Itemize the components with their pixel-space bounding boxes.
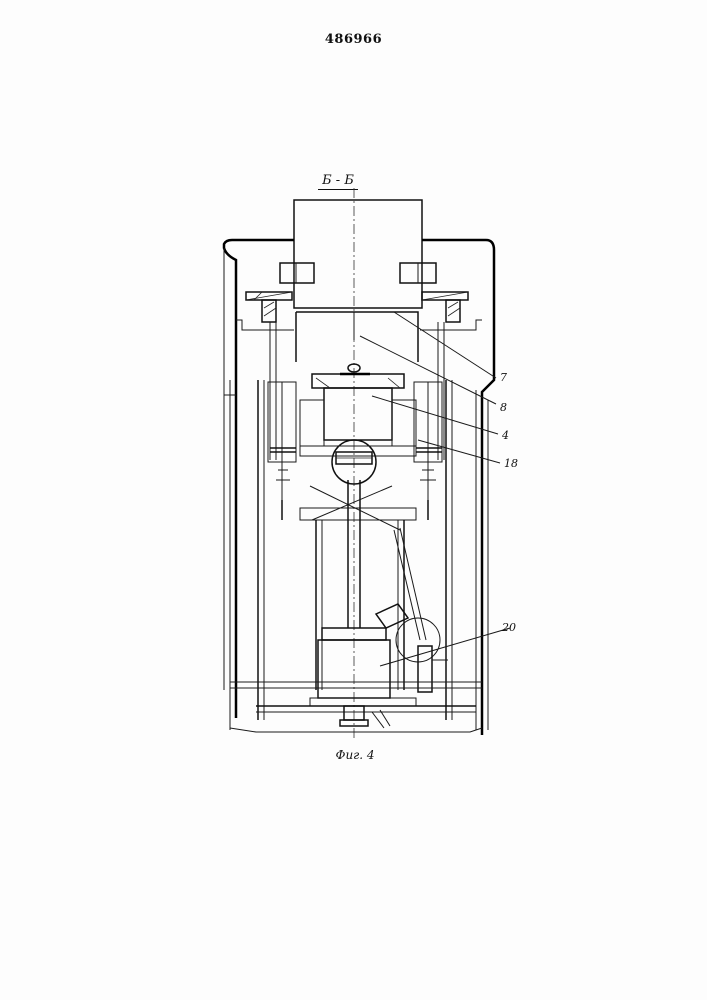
base — [230, 682, 482, 732]
inner-plates — [258, 380, 452, 720]
ref-18: 18 — [504, 458, 518, 470]
chute — [296, 312, 418, 362]
sprocket-left — [268, 382, 296, 520]
housing-right — [422, 240, 494, 735]
ref-4: 4 — [502, 430, 509, 442]
ref-8: 8 — [500, 402, 507, 414]
carriage — [300, 364, 416, 446]
ref-20: 20 — [502, 622, 516, 634]
top-rollers — [280, 263, 436, 283]
motor — [310, 604, 448, 706]
housing-left — [224, 240, 294, 730]
center-bearing — [300, 440, 416, 484]
rail-left — [236, 292, 294, 460]
ref-7: 7 — [500, 372, 507, 384]
rail-right — [420, 292, 482, 460]
figure-caption: Фиг. 4 — [300, 748, 410, 762]
belt — [394, 528, 426, 640]
